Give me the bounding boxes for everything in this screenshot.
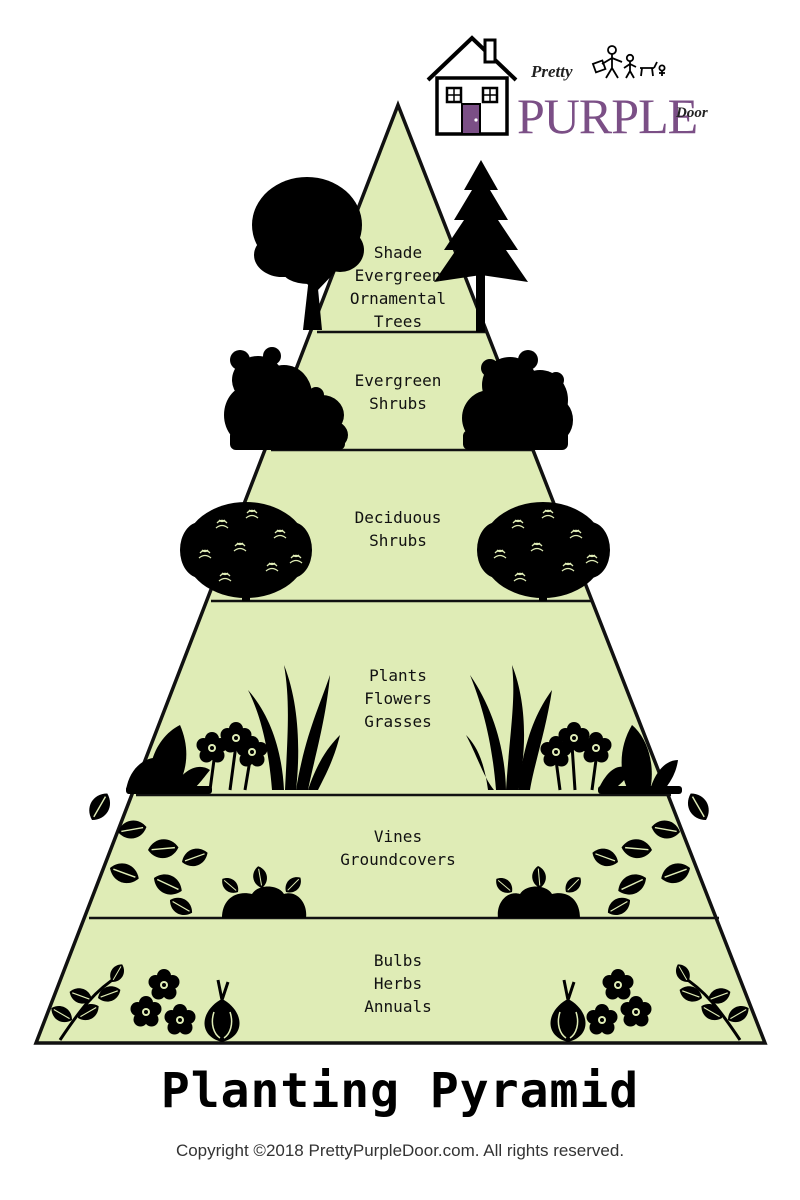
herb-sprig-right-icon — [671, 960, 753, 1041]
tier-label-plants: Plants Flowers Grasses — [364, 666, 432, 731]
tier-label-trees: Shade Evergreen Ornamental Trees — [349, 243, 447, 331]
logo-word-purple: PURPLE — [517, 88, 698, 144]
bulb-left-icon — [204, 979, 240, 1042]
evergreen-tree-icon — [434, 160, 528, 332]
stick-family-icon — [591, 45, 666, 79]
herb-sprig-left-icon — [47, 960, 129, 1041]
evergreen-shrub-right-icon — [462, 350, 573, 450]
daisy-right-icon — [540, 722, 612, 791]
bulb-right-icon — [550, 979, 586, 1042]
grass-left-icon — [248, 665, 340, 790]
leafy-plant-right-icon — [598, 725, 682, 794]
copyright-notice: Copyright ©2018 PrettyPurpleDoor.com. Al… — [175, 1141, 625, 1160]
flowering-shrub-left-icon — [180, 502, 312, 601]
page-title: Planting Pyramid — [160, 1063, 640, 1119]
tier-label-evergreen-shrubs: Evergreen Shrubs — [354, 371, 442, 413]
flowering-shrub-right-icon — [477, 502, 610, 601]
daisy-left-icon — [196, 722, 268, 791]
house-logo-icon — [426, 35, 518, 136]
groundcover-right-icon — [491, 864, 586, 918]
tier-label-bulbs: Bulbs Herbs Annuals — [364, 951, 432, 1016]
evergreen-shrub-left-icon — [224, 347, 348, 450]
groundcover-left-icon — [217, 864, 307, 918]
logo-word-door: Door — [676, 105, 708, 121]
logo-word-pretty: Pretty — [531, 62, 573, 81]
tier-label-deciduous-shrubs: Deciduous Shrubs — [354, 508, 442, 550]
tier-label-vines: Vines Groundcovers — [340, 827, 456, 869]
deciduous-tree-icon — [252, 177, 364, 330]
leafy-plant-left-icon — [126, 725, 212, 794]
grass-right-icon — [466, 665, 552, 790]
